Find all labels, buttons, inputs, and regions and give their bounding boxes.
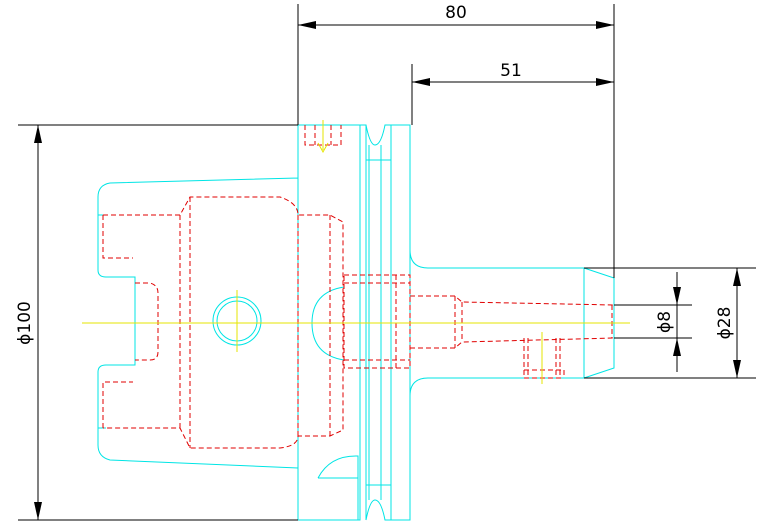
dimension-main-diameter: ϕ100 xyxy=(15,124,298,521)
bore-diameter-label: ϕ8 xyxy=(655,311,675,333)
shank-inner-step xyxy=(98,214,106,429)
centerlines xyxy=(82,120,630,384)
hidden-features xyxy=(102,125,615,449)
axial-bore xyxy=(410,295,615,349)
bolt-hole xyxy=(343,274,411,369)
dimension-shank-diameter: ϕ28 xyxy=(584,267,756,379)
shank-diameter-label: ϕ28 xyxy=(715,307,735,340)
overall-length-label: 80 xyxy=(445,3,467,23)
radial-hole xyxy=(523,338,565,379)
dimension-flange-to-end: 51 xyxy=(411,61,614,125)
cavity-steps xyxy=(102,197,331,448)
top-screw-hole xyxy=(304,125,342,146)
side-pocket xyxy=(135,282,159,361)
screw-arrow-icon xyxy=(317,142,329,154)
internal-cavity xyxy=(103,196,344,449)
drive-slot xyxy=(317,455,359,520)
dimension-bore-diameter: ϕ8 xyxy=(614,272,692,372)
flange-to-end-label: 51 xyxy=(500,61,522,81)
main-diameter-label: ϕ100 xyxy=(15,301,35,345)
dimension-overall-length: 80 xyxy=(297,3,615,278)
